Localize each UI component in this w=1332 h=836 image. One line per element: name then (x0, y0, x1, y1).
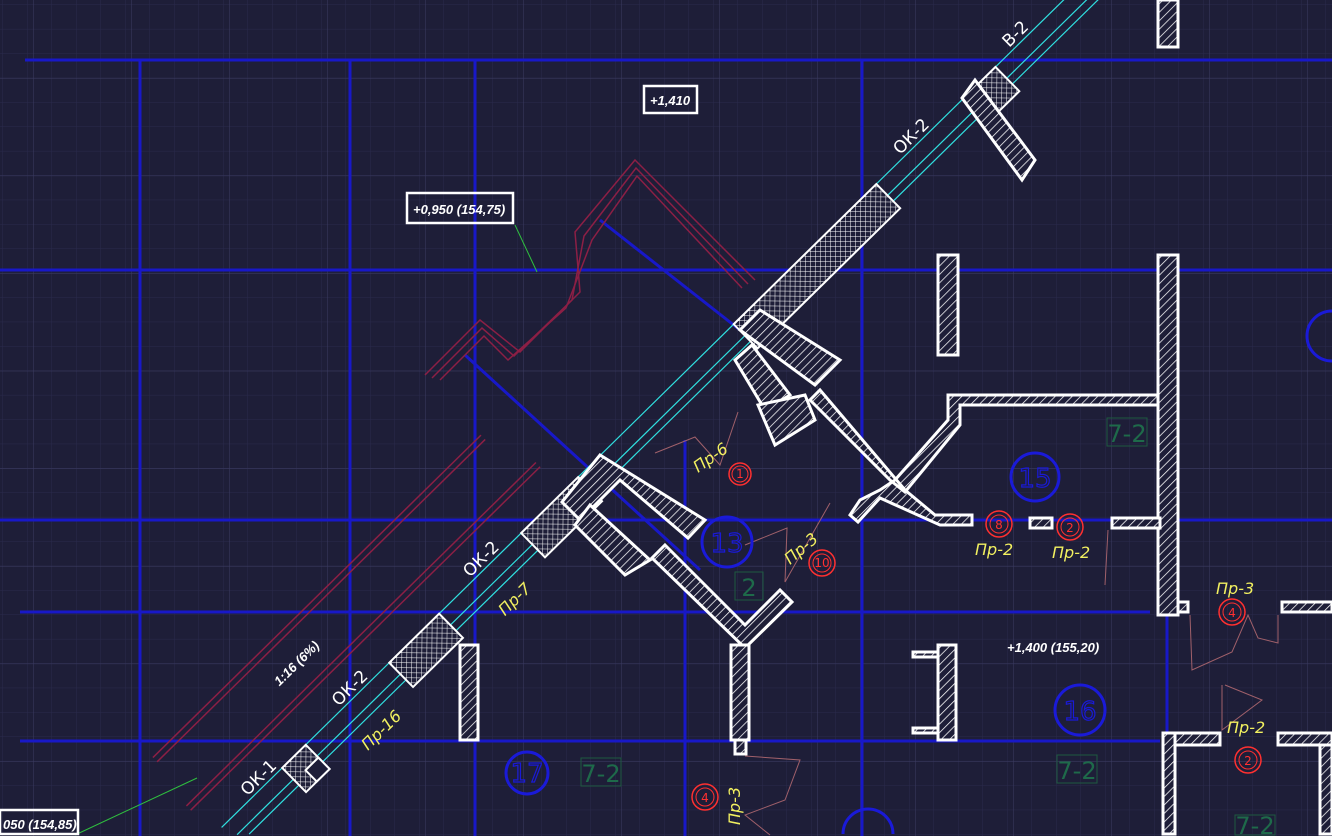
svg-text:+0,950 (154,75): +0,950 (154,75) (413, 202, 505, 217)
svg-text:050 (154,85): 050 (154,85) (3, 817, 77, 832)
room-number-circle (1305, 309, 1332, 363)
svg-text:8: 8 (995, 518, 1003, 532)
door-swings (74, 224, 1279, 836)
axis-lines (0, 58, 1332, 836)
door-marks: 1 10 8 2 4 2 4 (691, 462, 1262, 811)
svg-text:7-2: 7-2 (1235, 812, 1274, 836)
svg-text:2: 2 (1066, 521, 1074, 535)
svg-text:2: 2 (1244, 754, 1252, 768)
room-number-16: 16 (1053, 683, 1107, 737)
ramp-outline (424, 158, 756, 381)
opening-label: Пр-2 (975, 540, 1013, 559)
room-number-17: 17 (504, 750, 550, 796)
opening-label: Пр-2 (1052, 543, 1090, 562)
svg-text:4: 4 (701, 791, 709, 805)
svg-text:7-2: 7-2 (1107, 420, 1146, 448)
opening-label: Пр-2 (1227, 718, 1265, 737)
room-number-circle (841, 807, 895, 835)
room-number-15: 15 (1009, 451, 1061, 503)
opening-label: Пр-3 (725, 787, 744, 825)
svg-text:+1,410: +1,410 (650, 93, 691, 108)
svg-text:1: 1 (736, 467, 744, 481)
level-mark-ramp: +0,950 (154,75) (405, 191, 515, 225)
wall-pier (732, 182, 902, 350)
wall-pier (387, 612, 465, 689)
svg-text:7-2: 7-2 (1057, 757, 1096, 785)
interior-walls (458, 0, 1332, 836)
svg-text:7-2: 7-2 (581, 760, 620, 788)
level-mark-bottom-left: 050 (154,85) (0, 808, 80, 836)
svg-text:13: 13 (710, 529, 743, 559)
svg-text:2: 2 (741, 574, 756, 602)
level-mark-top: +1,410 (642, 84, 699, 115)
opening-label: Пр-3 (1216, 579, 1254, 598)
room-number-13: 13 (700, 515, 754, 569)
svg-text:16: 16 (1063, 697, 1096, 727)
zone-tags: 7-2 7-2 7-2 7-2 2 (580, 417, 1276, 836)
level-mark-room: +1,400 (155,20) (1007, 640, 1099, 655)
svg-text:4: 4 (1228, 606, 1236, 620)
svg-text:15: 15 (1018, 464, 1051, 494)
svg-text:10: 10 (814, 556, 829, 570)
svg-text:17: 17 (510, 759, 543, 789)
